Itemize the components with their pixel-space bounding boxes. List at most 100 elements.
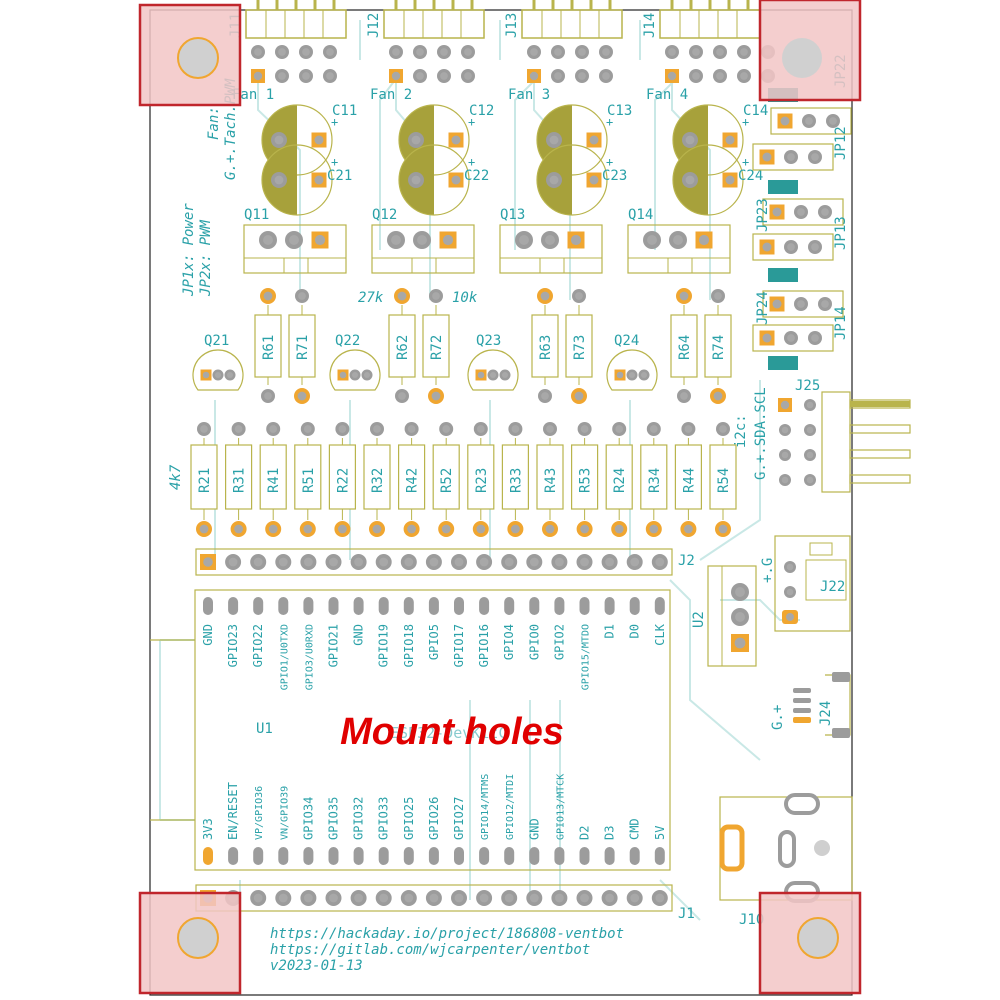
resistor-pad bbox=[299, 521, 316, 537]
resistor-r71: R71 bbox=[288, 289, 316, 404]
mosfet-pad bbox=[387, 231, 405, 249]
jumper-pad bbox=[826, 114, 840, 128]
pin-header-j2-pad bbox=[250, 554, 267, 570]
u1-bottom-pin: GND bbox=[527, 818, 541, 865]
u1-top-pin: D1 bbox=[603, 597, 617, 638]
jumper-pad bbox=[784, 331, 798, 345]
pin-header-j2-pad bbox=[601, 554, 618, 570]
value-4k7: 4k7 bbox=[168, 464, 184, 490]
jumper-label: JP13 bbox=[833, 216, 849, 250]
pin-header-j2-pad bbox=[576, 554, 593, 570]
resistor-label: R53 bbox=[578, 468, 594, 493]
resistor-label: R24 bbox=[612, 468, 628, 493]
mosfet-pad bbox=[669, 231, 687, 249]
u1-top-pin-label: GPIO3/U0RXD bbox=[304, 624, 315, 690]
u1-top-pin: GPIO16 bbox=[477, 597, 491, 667]
resistor-label: R52 bbox=[439, 468, 455, 493]
u1-bottom-pin: 5V bbox=[653, 826, 667, 865]
transistor-q24: Q24 bbox=[606, 333, 658, 391]
u1-top-pin: GPIO23 bbox=[226, 597, 240, 667]
mosfet-pad bbox=[259, 231, 277, 249]
resistor-pad bbox=[403, 521, 420, 537]
transistor-pin1-pad bbox=[337, 369, 349, 381]
pin-header-j1-pad bbox=[375, 890, 392, 906]
footer-url-gitlab: https://gitlab.com/wjcarpenter/ventbot bbox=[270, 942, 590, 958]
capacitor-label: C14 bbox=[743, 103, 768, 119]
resistor-r44: R44 bbox=[674, 422, 703, 537]
capacitor-polarity-mark: + bbox=[331, 155, 338, 169]
capacitor-pad bbox=[408, 172, 424, 188]
u1-bottom-pin: GPIO25 bbox=[402, 797, 416, 865]
j24-label: J24 bbox=[818, 701, 834, 726]
u1-ref: U1 bbox=[256, 721, 273, 737]
transistor-pad bbox=[487, 369, 499, 381]
j25-pin1-pad bbox=[778, 398, 792, 412]
mosfet-q11: Q11 bbox=[243, 207, 347, 274]
resistor-pad bbox=[508, 422, 523, 436]
fan-header-j11 bbox=[245, 0, 347, 83]
capacitor-pad bbox=[546, 172, 562, 188]
mosfet-pad bbox=[515, 231, 533, 249]
u1-top-pin: CLK bbox=[653, 597, 667, 646]
capacitor-polarity-mark: + bbox=[606, 115, 613, 129]
u1-bottom-pin-label: EN/RESET bbox=[226, 782, 240, 840]
resistor-pad bbox=[295, 289, 309, 303]
fan-header-pin1-pad bbox=[251, 69, 265, 83]
resistor-pad bbox=[231, 422, 246, 436]
u1-top-pin: GPIO21 bbox=[327, 597, 341, 667]
u1-top-pin-label: D0 bbox=[628, 624, 642, 638]
pin-header-j2-pad bbox=[526, 554, 543, 570]
resistor-label: R61 bbox=[261, 335, 277, 360]
fan-header-pad bbox=[251, 45, 265, 59]
resistor-label: R63 bbox=[538, 335, 554, 360]
u1-top-pin-label: GPIO17 bbox=[452, 624, 466, 667]
pin-header-j1-pad bbox=[501, 890, 518, 906]
resistor-label: R54 bbox=[716, 468, 732, 493]
jumper-pin1-pad bbox=[759, 149, 775, 165]
jumper-marker-block bbox=[768, 268, 798, 282]
u1-bottom-pin-label: GPIO25 bbox=[402, 797, 416, 840]
resistor-r62: R62 bbox=[388, 288, 416, 403]
resistor-pad bbox=[439, 422, 454, 436]
transistor-label: Q22 bbox=[335, 333, 360, 349]
resistor-pad bbox=[473, 422, 488, 436]
mosfet-pad bbox=[541, 231, 559, 249]
u1-top-pin: GPIO5 bbox=[427, 597, 441, 660]
j24-pins-note: G.+ bbox=[770, 705, 786, 730]
resistor-label: R51 bbox=[301, 468, 317, 493]
fan-header-j13 bbox=[521, 0, 623, 83]
jumper-pin1-pad bbox=[777, 113, 793, 129]
resistor-pad bbox=[369, 521, 385, 537]
resistor-label: R44 bbox=[681, 468, 697, 493]
mosfet-label: Q11 bbox=[244, 207, 269, 223]
jumper-pin1-pad bbox=[759, 239, 775, 255]
u1-top-pin-label: GPIO1/U0TXD bbox=[279, 624, 290, 690]
u1-bottom-pin: GPIO34 bbox=[301, 797, 315, 865]
i2c-note-line2: G.+.SDA.SCL bbox=[753, 387, 769, 480]
pin-header-j2 bbox=[195, 548, 673, 576]
u1-bottom-pin: GPIO27 bbox=[452, 797, 466, 865]
u1-bottom-pin-label: GPIO33 bbox=[377, 797, 391, 840]
jumper-label: JP12 bbox=[833, 126, 849, 160]
jumper-pad bbox=[784, 150, 798, 164]
u1-top-pin: GPIO0 bbox=[527, 597, 541, 660]
resistor-pad bbox=[370, 422, 384, 436]
resistor-r22: R22 bbox=[328, 422, 356, 537]
u1-top-pin-label: GPIO2 bbox=[552, 624, 566, 660]
resistor-label: R23 bbox=[474, 468, 490, 493]
j25-pad bbox=[779, 474, 791, 486]
resistor-r61: R61 bbox=[254, 288, 282, 403]
pin-header-j2-pad bbox=[225, 554, 242, 570]
resistor-pad bbox=[577, 422, 592, 436]
capacitor-polarity-mark: + bbox=[468, 115, 475, 129]
resistor-pad bbox=[335, 422, 350, 436]
u1-top-pin-label: GND bbox=[201, 624, 215, 646]
u1-bottom-pin: GPIO12/MTDI bbox=[504, 774, 516, 865]
u1-bottom-pin: VN/GPIO39 bbox=[278, 786, 290, 865]
resistor-label: R43 bbox=[543, 468, 559, 493]
resistor-pad bbox=[438, 521, 455, 537]
resistor-pad bbox=[538, 389, 552, 403]
resistor-pad bbox=[334, 521, 351, 537]
